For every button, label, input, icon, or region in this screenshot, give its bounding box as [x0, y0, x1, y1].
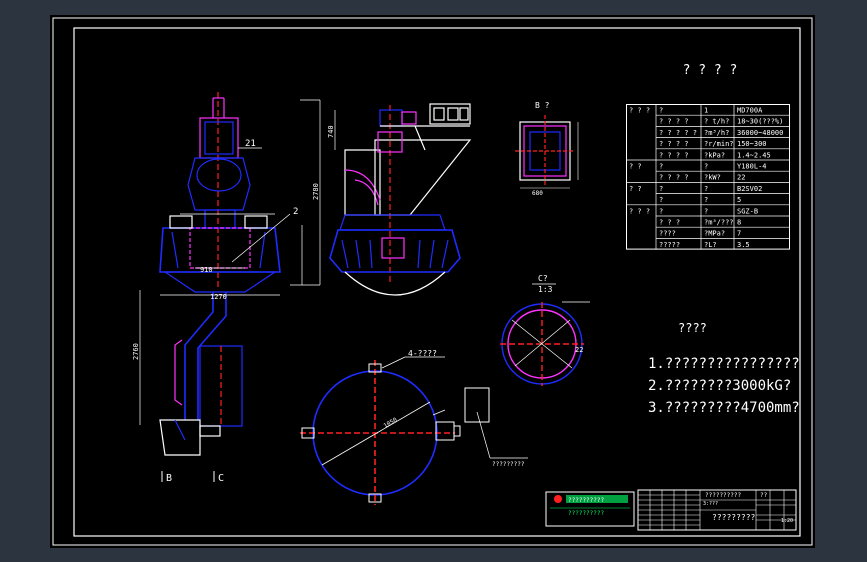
spec-cell-unit: ?kPa? [704, 151, 725, 159]
view-b-detail [515, 115, 579, 189]
spec-cell-unit: ?m³/h? [704, 129, 729, 137]
plan-view [300, 356, 461, 505]
note-2: 2.????????3000kG? [648, 378, 791, 394]
spec-cell-unit: 1 [704, 107, 708, 115]
small-part-label: ????????? [492, 461, 525, 468]
spec-cell-value: 7 [737, 230, 741, 238]
spec-cell-value: 5 [737, 196, 741, 204]
spec-cell-value: 36000~48000 [737, 129, 783, 137]
spec-cell-unit: ? [704, 163, 708, 171]
spec-cell-unit: ?L? [704, 241, 717, 249]
spec-cell-item: ? ? ? ? [659, 140, 689, 148]
small-part-outline [464, 387, 490, 423]
spec-cell-group: ? ? [629, 185, 642, 193]
spec-cell-value: 22 [737, 174, 745, 182]
stamp-company-line1: ?????????? [568, 497, 605, 504]
spec-cell-group: ? ? ? [629, 207, 650, 215]
side-view [329, 103, 472, 296]
small-part-leader [476, 411, 491, 459]
spec-cell-unit: ?kW? [704, 174, 721, 182]
drawing-title: ? ? ? ? [683, 63, 738, 78]
spec-cell-value: B2SV02 [737, 185, 762, 193]
section-mark-c: C [218, 473, 224, 484]
spec-cell-value: SGZ-B [737, 207, 758, 215]
spec-table-body [627, 105, 789, 249]
spec-cell-value: 150~300 [737, 140, 767, 148]
stamp-box [545, 491, 635, 527]
callout-21: 21 [245, 139, 256, 149]
spec-cell-group: ? ? ? [629, 107, 650, 115]
spec-cell-value: Y180L-4 [737, 163, 767, 171]
spec-cell-unit: ? [704, 185, 708, 193]
spec-cell-item: ? ? ? ? [659, 118, 689, 126]
sheet-outer-border [52, 17, 813, 546]
callout-22: 22 [575, 346, 583, 354]
spec-cell-item: ? [659, 185, 663, 193]
dim-680: 680 [532, 190, 543, 197]
callout-2: 2 [293, 207, 298, 217]
dim-910: 910 [200, 266, 213, 274]
spec-cell-item: ????? [659, 241, 680, 249]
spec-cell-unit: ?m³/??? [704, 219, 734, 227]
spec-cell-group: ? ? [629, 163, 642, 171]
dim-2780: 2780 [312, 183, 320, 200]
spec-cell-value: 3.5 [737, 241, 750, 249]
view-c-flange [500, 301, 590, 386]
spec-cell-unit: ? [704, 207, 708, 215]
spec-cell-value: MD700A [737, 107, 763, 115]
spec-cell-item: ? ? ? ? ? [659, 129, 697, 137]
spec-cell-unit: ? t/h? [704, 118, 729, 126]
spec-cell-item: ? ? ? [659, 219, 680, 227]
spec-cell-item: ? [659, 163, 663, 171]
note-1: 1.???????????????? [648, 356, 800, 372]
view-b-label: B ? [535, 101, 550, 110]
spec-cell-value: 8 [737, 219, 741, 227]
tb-scale: 1:20 [781, 518, 793, 524]
notes-heading: ???? [678, 321, 707, 335]
spec-cell-item: ? ? ? ? [659, 174, 689, 182]
spec-cell-item: ? [659, 207, 663, 215]
front-view [139, 92, 321, 456]
spec-cell-value: 18~30(???%) [737, 118, 783, 126]
stamp-company-banner [566, 495, 628, 503]
holes-callout: 4-???? [408, 349, 437, 358]
tb-designation: ????????? [712, 513, 756, 522]
dim-2760: 2760 [132, 343, 140, 360]
tb-sheet: ?? [760, 492, 768, 499]
stamp-company-line2: ?????????? [568, 510, 605, 517]
stamp-seal [554, 495, 562, 503]
view-c-scale: 1:3 [538, 285, 553, 294]
spec-cell-value: 1.4~2.45 [737, 151, 771, 159]
spec-cell-unit: ? [704, 196, 708, 204]
sheet-inner-frame [73, 27, 801, 537]
dim-740: 740 [327, 125, 335, 138]
spec-cell-item: ? [659, 196, 663, 204]
tb-drawing-no: ?????????? [705, 492, 742, 499]
spec-cell-unit: ?MPa? [704, 230, 725, 238]
view-c-label: C? [538, 274, 548, 283]
tb-material: 3:??? [703, 501, 718, 507]
spec-cell-unit: ?r/min? [704, 140, 734, 148]
note-3: 3.?????????4700mm? [648, 400, 800, 416]
title-block: ?????????? ?????????? ?????????? ???????… [545, 489, 797, 531]
section-mark-b: B [166, 473, 172, 484]
spec-cell-item: ???? [659, 230, 676, 238]
spec-cell-item: ? ? ? ? [659, 151, 689, 159]
dim-1270: 1270 [210, 293, 227, 301]
spec-cell-item: ? [659, 107, 663, 115]
